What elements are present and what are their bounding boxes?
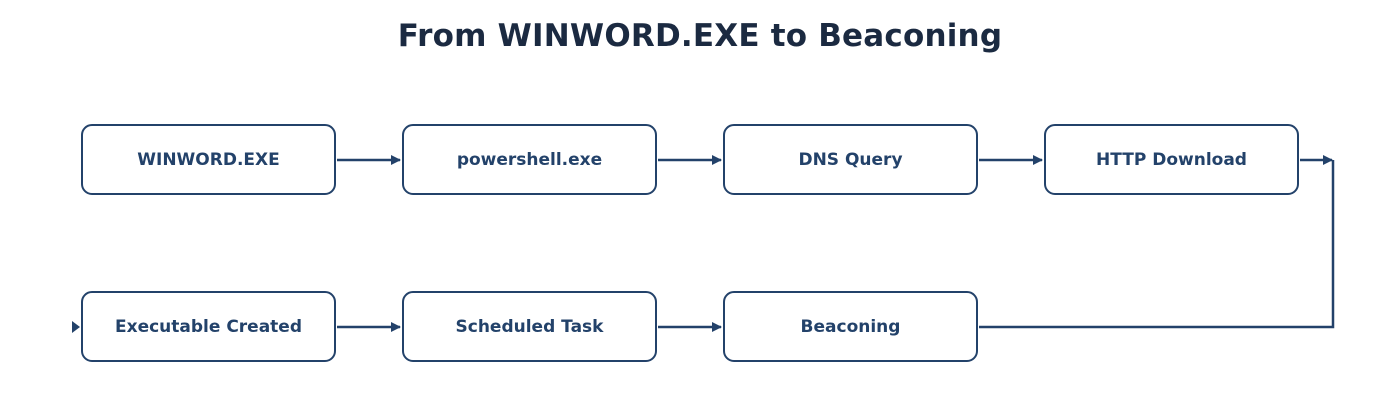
node-winword: WINWORD.EXE <box>81 124 336 195</box>
node-label: Executable Created <box>114 316 303 337</box>
node-scheduled-task: Scheduled Task <box>402 291 657 362</box>
node-label: DNS Query <box>798 149 903 170</box>
node-dns-query: DNS Query <box>723 124 978 195</box>
node-label: Scheduled Task <box>455 316 604 337</box>
node-executable-created: Executable Created <box>81 291 336 362</box>
node-beaconing: Beaconing <box>723 291 978 362</box>
node-label: WINWORD.EXE <box>137 149 280 170</box>
wrap-connector-line <box>979 160 1335 329</box>
node-label: HTTP Download <box>1096 149 1247 170</box>
node-http-download: HTTP Download <box>1044 124 1299 195</box>
node-powershell: powershell.exe <box>402 124 657 195</box>
arrow-exe-entry <box>72 321 80 333</box>
node-label: Beaconing <box>800 316 901 337</box>
node-label: powershell.exe <box>456 149 603 170</box>
diagram-title: From WINWORD.EXE to Beaconing <box>397 18 1003 54</box>
